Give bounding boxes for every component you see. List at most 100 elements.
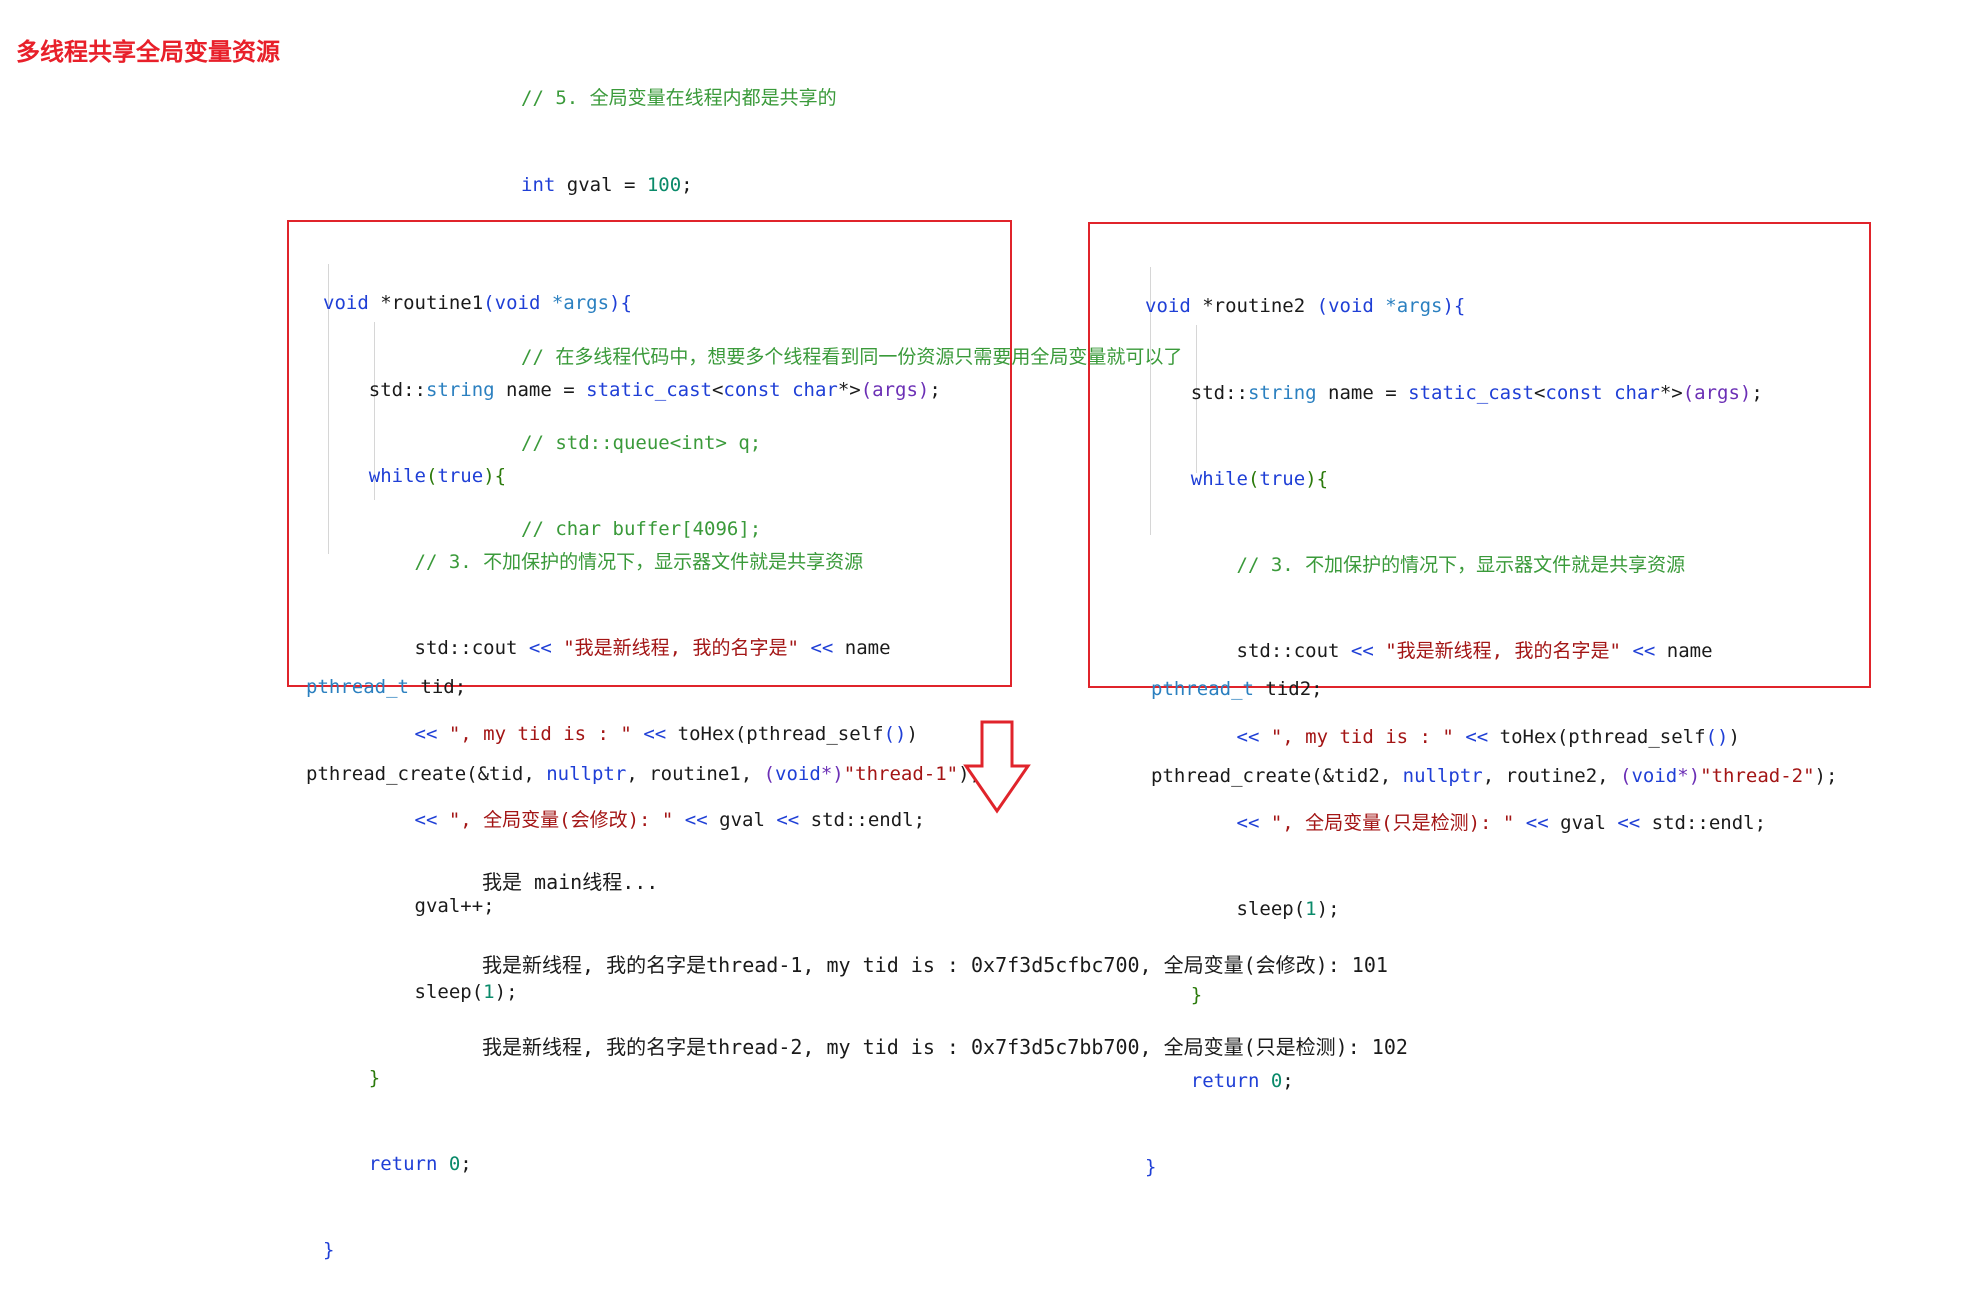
code-keyword: static_cast [586, 378, 712, 401]
code-line-create: pthread_create(&tid, nullptr, routine1, … [306, 760, 981, 789]
code-text: < [711, 378, 724, 401]
code-text: ; [681, 173, 693, 196]
code-paren: ( [763, 762, 776, 785]
code-operator: << [528, 636, 552, 659]
code-text: *) [1677, 764, 1701, 787]
code-function-name: routine2 [1213, 295, 1317, 318]
code-text [1603, 382, 1614, 404]
code-type: string [425, 378, 495, 401]
code-text: tid; [408, 676, 467, 699]
output-line: 我是新线程, 我的名字是thread-2, my tid is : 0x7f3d… [482, 1035, 1408, 1059]
code-keyword: char [792, 378, 838, 401]
code-text: sleep [414, 981, 472, 1004]
right-code-block: void *routine2 (void *args){ std::string… [1145, 235, 1766, 1211]
code-paren: ( [1620, 764, 1632, 787]
code-comment: // 在多线程代码中，想要多个线程看到同一份资源只需要用全局变量就可以了 [521, 345, 1183, 368]
code-line-close: } [323, 1236, 941, 1265]
code-line-gval: << ", 全局变量(只是检测): " << gval << std::endl… [1145, 809, 1767, 838]
code-text: name = [1316, 381, 1409, 404]
code-paren: ( [425, 464, 438, 487]
code-text: ; [929, 378, 941, 401]
code-keyword: const [1545, 381, 1603, 404]
code-line-cout: std::cout << "我是新线程, 我的名字是" << name [323, 634, 941, 663]
code-number: 0 [437, 1153, 461, 1176]
right-code-box [1088, 222, 1871, 688]
code-text: toHex [666, 722, 735, 745]
code-operator: << [414, 722, 438, 745]
indent-guide [1196, 325, 1197, 473]
code-string: ", 全局变量(只是检测): " [1259, 811, 1526, 834]
code-paren: ( [483, 292, 495, 315]
code-paren: ){ [1442, 295, 1466, 318]
code-line-signature: void *routine2 (void *args){ [1145, 292, 1766, 321]
code-line-gval: int gval = 100; [521, 171, 1182, 200]
code-keyword: void [1631, 764, 1678, 787]
code-line-close: } [1145, 1153, 1766, 1182]
code-line-create: pthread_create(&tid2, nullptr, routine2,… [1151, 762, 1837, 791]
code-string: ", 全局变量(会修改): " [437, 808, 685, 831]
code-text: gval [1548, 811, 1618, 834]
code-type: string [1247, 381, 1317, 404]
code-line-name: std::string name = static_cast<const cha… [1145, 379, 1766, 408]
code-paren: ){ [609, 292, 632, 315]
code-line-tid: << ", my tid is : " << toHex(pthread_sel… [1145, 723, 1766, 752]
code-text: * [1190, 295, 1214, 318]
code-text: std::cout [414, 636, 529, 659]
code-paren: ( [1316, 295, 1329, 318]
code-comment: // 5. 全局变量在线程内都是共享的 [521, 87, 837, 110]
code-paren: ( [734, 722, 747, 745]
code-operator: << [1465, 725, 1489, 748]
code-type: pthread_t [306, 676, 409, 699]
code-function-name: pthread_create [1151, 764, 1312, 787]
code-text: *args [540, 292, 610, 315]
code-text: std::cout [1236, 639, 1351, 662]
code-paren: () [1705, 725, 1729, 748]
output-line: 我是 main线程... [482, 870, 659, 894]
code-line-comment: // 3. 不加保护的情况下，显示器文件就是共享资源 [1145, 551, 1766, 580]
code-operator: << [1236, 811, 1260, 834]
code-text: *args [1373, 295, 1443, 318]
code-text: (args) [860, 378, 930, 401]
code-line-tid: << ", my tid is : " << toHex(pthread_sel… [323, 720, 941, 749]
code-text: *> [1659, 381, 1683, 404]
code-brace: } [323, 1239, 335, 1262]
code-comment: // std::queue<int> q; [521, 431, 762, 454]
code-line-cout: std::cout << "我是新线程, 我的名字是" << name [1145, 637, 1766, 666]
code-text: (args) [1682, 381, 1752, 404]
code-text: pthread_self [1568, 725, 1706, 748]
code-comment: // 3. 不加保护的情况下，显示器文件就是共享资源 [414, 550, 864, 573]
output-line: 我是新线程, 我的名字是thread-1, my tid is : 0x7f3d… [482, 952, 1388, 977]
code-number: 100 [646, 173, 682, 196]
code-keyword: while [1190, 467, 1248, 490]
code-string: ", my tid is : " [1259, 725, 1466, 748]
code-operator: << [684, 808, 708, 831]
code-line-name: std::string name = static_cast<const cha… [323, 376, 941, 405]
code-paren: ){ [483, 464, 507, 487]
code-text: name = [494, 378, 587, 401]
code-paren: ){ [1305, 467, 1329, 490]
page-title: 多线程共享全局变量资源 [16, 38, 280, 66]
code-operator: << [1632, 639, 1656, 662]
code-keyword: void [775, 762, 821, 785]
code-operator: << [810, 636, 834, 659]
code-function-name: pthread_create [306, 762, 467, 785]
code-text: std::endl; [1640, 811, 1767, 834]
right-code-create: pthread_t tid2; pthread_create(&tid2, nu… [1151, 618, 1837, 819]
code-keyword: void [1328, 295, 1374, 318]
code-keyword: while [368, 464, 426, 487]
code-paren: ) [906, 722, 918, 745]
code-operator: << [643, 722, 667, 745]
left-code-create: pthread_t tid; pthread_create(&tid, null… [306, 616, 981, 817]
code-line-decl: pthread_t tid2; [1151, 675, 1837, 704]
code-ns: std:: [368, 378, 426, 401]
code-keyword: const [723, 378, 781, 401]
code-string: "我是新线程, 我的名字是" [1373, 639, 1633, 662]
code-type: int [521, 173, 556, 196]
code-text: ; [460, 1153, 472, 1176]
code-operator: << [776, 808, 800, 831]
indent-guide [1150, 267, 1151, 535]
code-text: , routine1, [626, 762, 764, 785]
code-line-while: while(true){ [323, 462, 941, 491]
code-text: name [833, 636, 891, 659]
code-text: gval [707, 808, 777, 831]
